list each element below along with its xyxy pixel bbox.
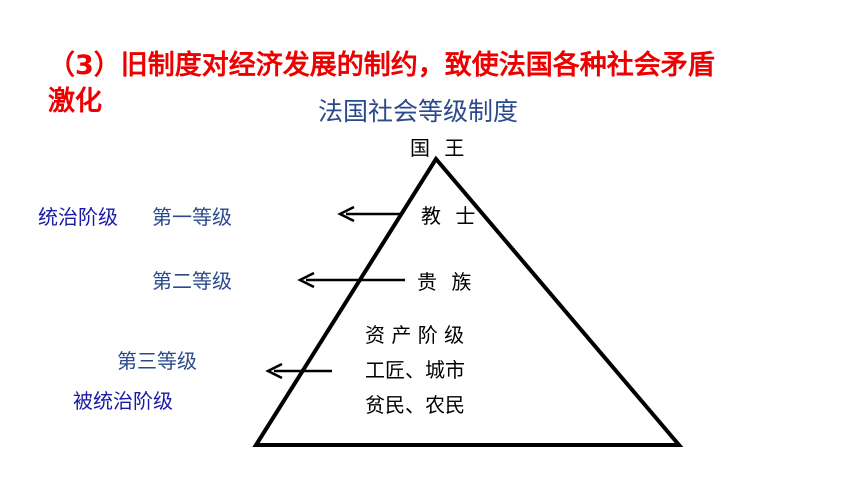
first-estate-label: 第一等级 [152, 205, 232, 229]
diagram-title: 法国社会等级制度 [318, 97, 519, 126]
nobility-label: 贵 族 [417, 270, 476, 294]
bourgeoisie-label: 资 产 阶 级 [365, 323, 465, 347]
arrow-second-estate [297, 271, 405, 289]
pyramid-triangle [252, 155, 684, 447]
arrow-first-estate [337, 205, 402, 223]
second-estate-label: 第二等级 [152, 269, 232, 293]
arrow-third-estate [265, 362, 332, 380]
ruling-class-label: 统治阶级 [38, 205, 118, 229]
heading-line-1: （3）旧制度对经济发展的制约，致使法国各种社会矛盾 [48, 50, 715, 81]
heading-line-2: 激化 [48, 86, 102, 117]
third-estate-label: 第三等级 [117, 349, 197, 373]
peasants-label: 贫民、农民 [365, 393, 465, 417]
clergy-label: 教 士 [421, 204, 480, 228]
artisans-label: 工匠、城市 [365, 358, 465, 382]
ruled-class-label: 被统治阶级 [73, 389, 173, 413]
king-label: 国 王 [410, 136, 469, 160]
